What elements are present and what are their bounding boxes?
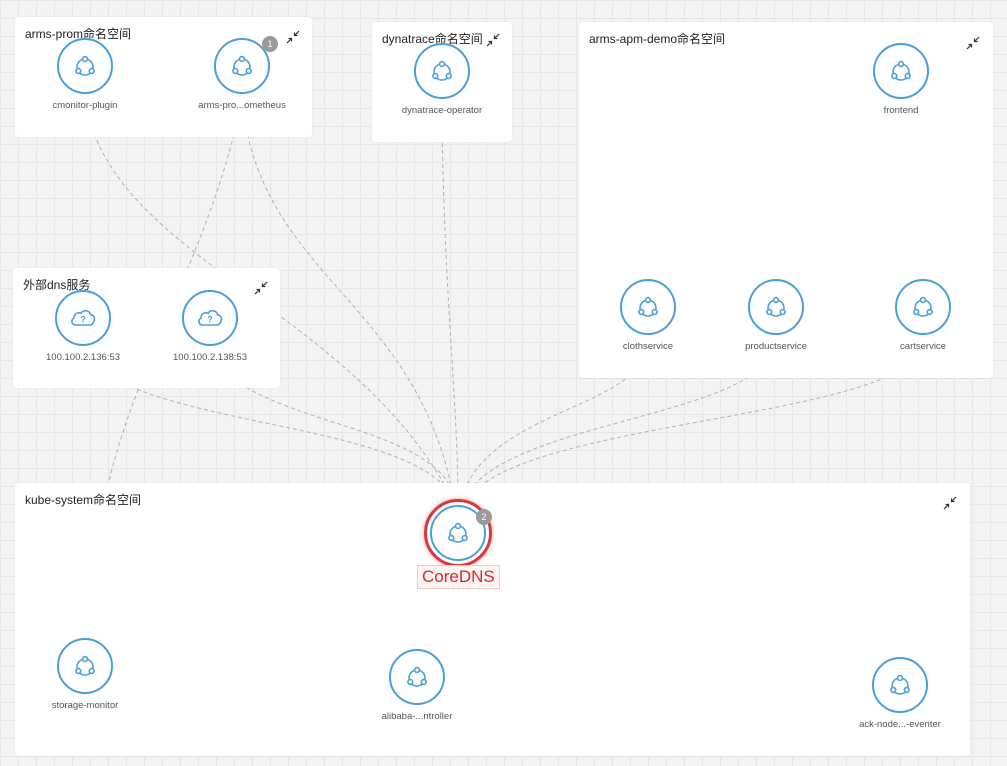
node-label: cartservice [900, 341, 946, 352]
node-circle[interactable]: ? [55, 290, 111, 346]
node-circle[interactable]: 1 [214, 36, 278, 94]
node-clothservice[interactable]: clothservice [578, 279, 718, 352]
node-circle[interactable] [57, 38, 113, 94]
node-label: frontend [883, 105, 919, 116]
node-circle[interactable] [620, 279, 676, 335]
node-label: cmonitor-plugin [52, 100, 118, 111]
collapse-icon[interactable] [285, 29, 301, 45]
namespace-title: arms-apm-demo命名空间 [589, 32, 726, 46]
node-ack-eventer[interactable]: ack-node...-eventer [830, 657, 970, 730]
node-label: dynatrace-operator [401, 105, 483, 116]
svg-text:?: ? [207, 315, 213, 325]
node-dns-136[interactable]: ? 100.100.2.136:53 [13, 290, 153, 363]
edge-dynatrace-to-coredns [441, 114, 459, 506]
cloud-question-icon: ? [71, 309, 96, 326]
node-circle[interactable] [414, 43, 470, 99]
node-cartservice[interactable]: cartservice [853, 279, 993, 352]
node-circle[interactable] [895, 279, 951, 335]
node-label: storage-monitor [51, 700, 119, 711]
service-icon [448, 522, 468, 543]
node-label: arms-pro...ometheus [198, 100, 286, 111]
collapse-icon[interactable] [942, 495, 958, 511]
node-alibaba-controller[interactable]: alibaba-...ntroller [347, 649, 487, 722]
namespace-kube-system: kube-system命名空间 [15, 483, 970, 756]
node-cmonitor-plugin[interactable]: cmonitor-plugin [15, 38, 155, 111]
collapse-icon[interactable] [485, 32, 501, 48]
count-badge: 1 [262, 36, 278, 52]
node-circle[interactable]: 2 [424, 499, 492, 567]
namespace-title: kube-system命名空间 [25, 493, 142, 507]
namespace-title: dynatrace命名空间 [382, 32, 483, 46]
cloud-question-icon: ? [198, 309, 223, 326]
node-circle[interactable] [873, 43, 929, 99]
node-label: 100.100.2.136:53 [46, 352, 120, 363]
node-storage-monitor[interactable]: storage-monitor [15, 638, 155, 711]
service-icon [407, 666, 427, 687]
service-icon [75, 55, 95, 76]
node-circle[interactable] [57, 638, 113, 694]
count-badge: 2 [476, 509, 492, 525]
node-label: ack-node...-eventer [859, 719, 941, 730]
collapse-icon[interactable] [253, 280, 269, 296]
node-circle[interactable] [389, 649, 445, 705]
node-coredns[interactable]: 2 [388, 499, 528, 567]
node-label: clothservice [622, 341, 674, 352]
node-circle[interactable]: ? [182, 290, 238, 346]
node-label: 100.100.2.138:53 [173, 352, 247, 363]
node-frontend[interactable]: frontend [831, 43, 971, 116]
node-label: alibaba-...ntroller [381, 711, 453, 722]
collapse-icon[interactable] [965, 35, 981, 51]
service-icon [75, 655, 95, 676]
coredns-label: CoreDNS [417, 565, 500, 589]
node-productservice[interactable]: productservice [706, 279, 846, 352]
service-icon [891, 60, 911, 81]
node-dns-138[interactable]: ? 100.100.2.138:53 [140, 290, 280, 363]
service-icon [638, 296, 658, 317]
node-circle[interactable] [748, 279, 804, 335]
service-icon [890, 674, 910, 695]
node-dynatrace-operator[interactable]: dynatrace-operator [372, 43, 512, 116]
service-icon [913, 296, 933, 317]
service-icon [432, 60, 452, 81]
namespace-dynatrace: dynatrace命名空间 [372, 22, 512, 142]
node-circle[interactable] [872, 657, 928, 713]
namespace-title: arms-prom命名空间 [25, 27, 132, 41]
service-icon [766, 296, 786, 317]
svg-text:?: ? [80, 315, 86, 325]
node-label: productservice [745, 341, 807, 352]
namespace-title: 外部dns服务 [23, 278, 91, 292]
service-icon [232, 55, 252, 76]
node-arms-prometheus[interactable]: 1 arms-pro...ometheus [172, 36, 312, 111]
